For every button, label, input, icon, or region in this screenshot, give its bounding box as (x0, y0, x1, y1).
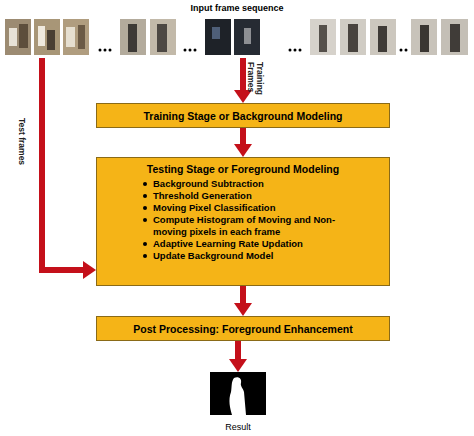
bullet-dot (143, 242, 147, 246)
flow-arrow (42, 58, 96, 279)
arrow-shaft (42, 58, 84, 270)
box-title: Training Stage or Background Modeling (144, 110, 343, 122)
bullet-dot (143, 194, 147, 198)
box-title: Post Processing: Foreground Enhancement (133, 323, 352, 335)
frame-sequence: Input frame sequence (0, 0, 474, 58)
process-box: Testing Stage or Foreground ModelingBack… (96, 157, 390, 286)
bullet-item: Update Background Model (143, 250, 358, 262)
bullet-dot (143, 206, 147, 210)
process-box: Training Stage or Background Modeling (96, 103, 390, 128)
bullet-item: Background Subtraction (143, 178, 358, 190)
process-box: Post Processing: Foreground Enhancement (96, 316, 390, 341)
video-frames (5, 19, 468, 55)
arrow-head (234, 303, 252, 316)
arrow-shaft (240, 58, 246, 91)
bullet-item: Moving Pixel Classification (143, 202, 358, 214)
box-title: Testing Stage or Foreground Modeling (97, 163, 389, 175)
arrow-shaft (240, 286, 246, 304)
flow-arrow (234, 128, 252, 157)
edge-label: Test frames (17, 118, 26, 188)
result-mask (210, 372, 266, 415)
arrow-head (229, 359, 247, 372)
bullet-item: Compute Histogram of Moving and Non-movi… (143, 214, 358, 238)
bullet-dot (143, 254, 147, 258)
arrow-shaft (240, 128, 246, 145)
edge-label: Training Frames (246, 62, 264, 102)
bullet-list: Background SubtractionThreshold Generati… (143, 178, 358, 262)
bullet-item: Threshold Generation (143, 190, 358, 202)
result-label: Result (205, 422, 271, 432)
bullet-dot (143, 218, 147, 222)
flow-arrow (229, 341, 247, 372)
sequence-title: Input frame sequence (0, 3, 474, 13)
arrow-shaft (235, 341, 241, 360)
result-image: Result (205, 372, 271, 432)
bullet-dot (143, 182, 147, 186)
arrow-head (234, 144, 252, 157)
arrow-head (83, 261, 96, 279)
bullet-item: Adaptive Learning Rate Updation (143, 238, 358, 250)
flow-arrow (234, 286, 252, 316)
